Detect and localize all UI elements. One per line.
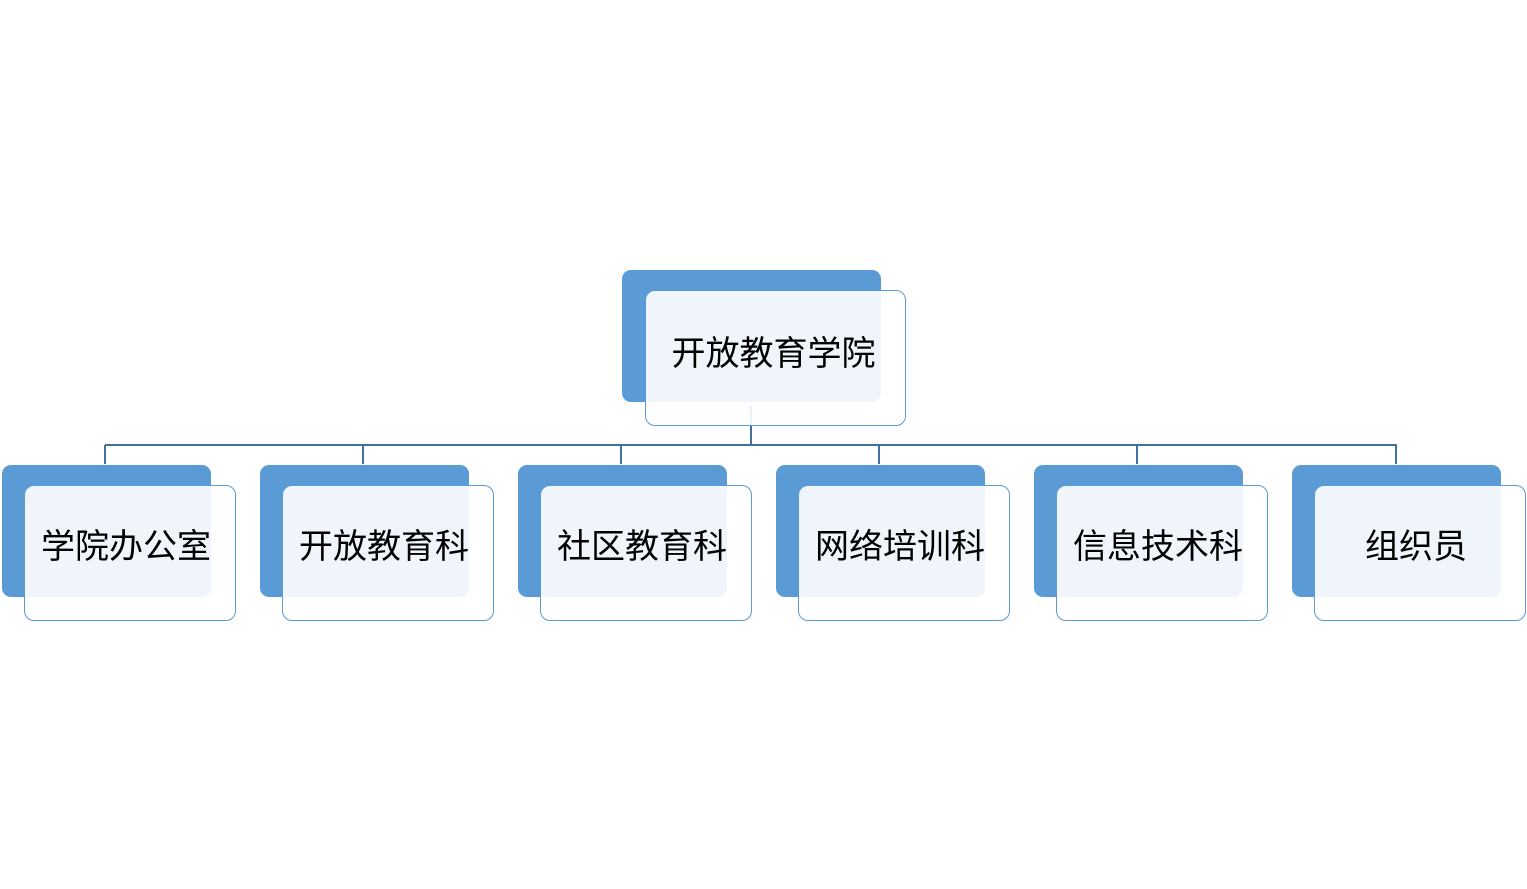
node-label: 开放教育科 [299,526,469,567]
node-card: 网络培训科 [798,485,1010,621]
node-label: 社区教育科 [557,526,727,567]
org-node-child: 开放教育科 [260,465,494,621]
org-node-child: 学院办公室 [2,465,236,621]
node-card: 学院办公室 [24,485,236,621]
node-card: 信息技术科 [1056,485,1268,621]
node-label: 学院办公室 [41,526,211,567]
org-node-child: 信息技术科 [1034,465,1268,621]
org-node-child: 网络培训科 [776,465,1010,621]
node-card: 开放教育科 [282,485,494,621]
node-card: 社区教育科 [540,485,752,621]
org-node-child: 组织员 [1292,465,1526,621]
org-node-child: 社区教育科 [518,465,752,621]
node-label: 网络培训科 [815,526,985,567]
node-root-card: 开放教育学院 [645,290,906,426]
org-node-root: 开放教育学院 [622,270,906,426]
node-card: 组织员 [1314,485,1526,621]
node-label: 信息技术科 [1073,526,1243,567]
node-label: 组织员 [1365,526,1467,567]
node-root-label: 开放教育学院 [671,333,876,374]
